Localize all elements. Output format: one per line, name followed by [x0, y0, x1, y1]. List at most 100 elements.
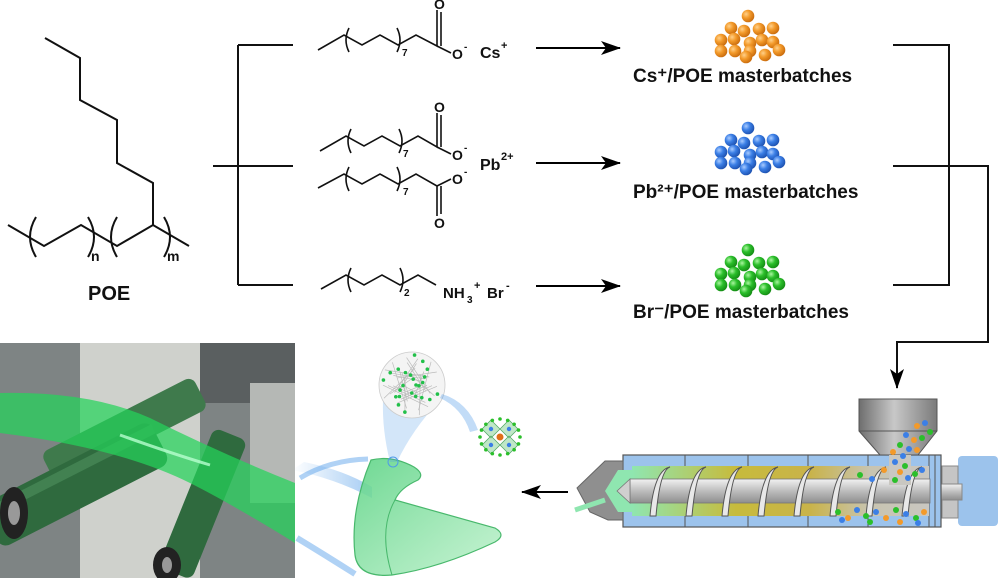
mixed-pellet: [883, 515, 889, 521]
repeat-count-pb-2: 7: [403, 187, 409, 198]
pellet: [729, 157, 742, 170]
nanocrystal-dot: [382, 378, 386, 382]
poe-subscript-m: m: [167, 248, 179, 264]
nanocrystal-dot: [421, 381, 425, 385]
pellet-cluster-0: [715, 10, 786, 64]
masterbatch-label-br: Br⁻/POE masterbatches: [633, 301, 849, 324]
pellet-cluster-2: [715, 244, 786, 298]
pellet: [742, 122, 755, 135]
precursor-br: 2 NH 3 + Br -: [321, 268, 510, 306]
masterbatch-label-pb: Pb²⁺/POE masterbatches: [633, 181, 858, 204]
mixed-pellet: [892, 459, 898, 465]
counter-ion-charge-pb: 2+: [501, 151, 514, 163]
pellet: [715, 279, 728, 292]
nanocrystal-dot: [436, 392, 440, 396]
mixed-pellet: [881, 467, 887, 473]
anion-charge-pb-1: -: [464, 143, 467, 154]
nanocrystal-dot: [413, 353, 417, 357]
poe-side-chain: [45, 38, 153, 225]
mixed-pellet: [912, 471, 918, 477]
poe-subscript-n: n: [91, 248, 100, 264]
mixed-pellet: [857, 472, 863, 478]
nanocrystal-dot: [414, 395, 418, 399]
mixed-pellet: [867, 519, 873, 525]
pellet: [740, 285, 753, 298]
pellet: [740, 163, 753, 176]
mixed-pellet: [919, 435, 925, 441]
pellet: [756, 34, 769, 47]
mixed-pellet: [892, 477, 898, 483]
film-illustration: [292, 352, 522, 575]
mixed-pellet: [897, 519, 903, 525]
pellet: [759, 161, 772, 174]
nanocrystal-dot: [396, 367, 400, 371]
nanocrystal-dot: [388, 371, 392, 375]
mixed-pellet: [914, 423, 920, 429]
pellet: [725, 22, 738, 35]
pellet: [725, 134, 738, 147]
mixed-pellet: [903, 432, 909, 438]
anion-charge-pb-2: -: [464, 167, 467, 178]
pellet: [767, 256, 780, 269]
film-sheet: [354, 459, 501, 576]
mixed-pellet: [921, 509, 927, 515]
pellet: [715, 268, 728, 281]
pellet: [759, 49, 772, 62]
pellet: [715, 45, 728, 58]
anion-o-cs: O: [452, 46, 463, 62]
pellet: [753, 257, 766, 270]
right-merge-bracket: [893, 45, 988, 388]
pellet: [728, 267, 741, 280]
mixed-pellet: [873, 509, 879, 515]
pellet: [742, 10, 755, 23]
pellet: [742, 244, 755, 257]
nanocrystal-dot: [403, 410, 407, 414]
carbonyl-o-cs: O: [434, 0, 445, 12]
masterbatch-label-cs: Cs⁺/POE masterbatches: [633, 65, 852, 88]
poe-structure: [8, 38, 189, 257]
pellet: [715, 146, 728, 159]
poe-bracket-open-n: [30, 217, 36, 257]
counter-ion-charge-cs: +: [501, 40, 507, 52]
pellet: [715, 157, 728, 170]
mixed-pellet: [854, 507, 860, 513]
pellet: [740, 51, 753, 64]
nanocrystal-dot: [428, 398, 432, 402]
mixed-pellet: [869, 476, 875, 482]
mixed-pellet: [902, 463, 908, 469]
extruder: [575, 399, 998, 527]
nanocrystal-dot: [409, 373, 413, 377]
mixed-pellet: [914, 447, 920, 453]
counter-ion-cs: Cs: [480, 45, 501, 62]
pellet: [759, 283, 772, 296]
nanocomposite-zoom: [379, 352, 445, 418]
mixed-pellet: [919, 467, 925, 473]
pellet: [738, 259, 751, 272]
extruder-screw: [630, 479, 930, 503]
pellet: [756, 146, 769, 159]
nanocrystal-dot: [420, 396, 424, 400]
anion-o-pb-2: O: [452, 171, 463, 187]
carbonyl-o-pb-1: O: [434, 99, 445, 115]
anion-o-pb-1: O: [452, 147, 463, 163]
nanocrystal-dot: [398, 395, 402, 399]
nanocrystal-dot: [423, 375, 427, 379]
counter-ion-pb: Pb: [480, 157, 501, 174]
mixed-pellet: [863, 513, 869, 519]
amine-subscript: 3: [467, 295, 473, 306]
pellet: [738, 25, 751, 38]
mixed-pellet: [897, 469, 903, 475]
mixed-pellet: [890, 449, 896, 455]
poe-label: POE: [88, 283, 130, 305]
pellet: [767, 134, 780, 147]
repeat-count-pb-1: 7: [403, 149, 409, 160]
counter-ion-br: Br: [487, 285, 504, 302]
anion-charge-cs: -: [464, 42, 467, 53]
cs-cation: [497, 434, 504, 441]
nanocrystal-dot: [401, 384, 405, 388]
nanocrystal-dot: [410, 391, 414, 395]
nanocrystal-dot: [411, 377, 415, 381]
mixed-pellet: [922, 420, 928, 426]
pellet: [728, 33, 741, 46]
